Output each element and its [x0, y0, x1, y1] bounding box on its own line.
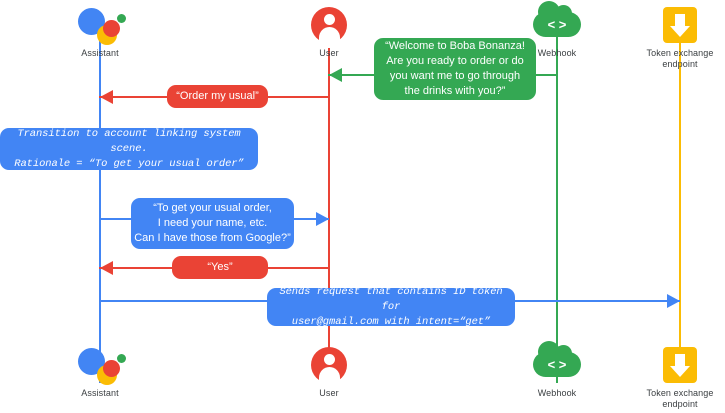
message-bubble-welcome: “Welcome to Boba Bonanza! Are you ready … — [374, 38, 536, 100]
arrowhead-order-my-usual — [100, 90, 113, 104]
download-arrow-stem — [675, 14, 685, 27]
actor-label-token-endpoint-top: Token exchange endpoint — [646, 48, 714, 69]
actor-webhook-top: < > Webhook — [497, 1, 617, 59]
lifeline-webhook — [556, 30, 558, 383]
arrowhead-need-name — [316, 212, 329, 226]
note-box-transition: Transition to account linking system sce… — [0, 128, 258, 170]
lifeline-token-endpoint — [679, 30, 681, 383]
google-assistant-icon-bottom — [40, 344, 160, 386]
actor-label-user-bottom: User — [319, 388, 339, 398]
code-brackets-glyph: < > — [547, 17, 567, 32]
actor-token-endpoint-top: Token exchange endpoint — [620, 4, 725, 70]
token-download-icon — [620, 4, 725, 46]
message-bubble-need-name: “To get your usual order, I need your na… — [131, 198, 294, 249]
actor-webhook-bottom: < > Webhook — [497, 341, 617, 399]
user-avatar-icon — [269, 4, 389, 48]
note-text-sends-request: Sends request that contains ID token for… — [279, 285, 503, 328]
token-download-icon-bottom — [620, 344, 725, 386]
cloud-shape — [533, 341, 581, 377]
download-arrow-stem — [675, 354, 685, 367]
arrowhead-yes — [100, 261, 113, 275]
cloud-shape — [533, 1, 581, 37]
note-box-sends-request: Sends request that contains ID token for… — [267, 286, 515, 328]
actor-token-endpoint-bottom: Token exchange endpoint — [620, 344, 725, 410]
cloud-code-icon-bottom: < > — [497, 341, 617, 386]
actor-label-webhook-top: Webhook — [537, 48, 577, 58]
actor-assistant-bottom: Assistant — [40, 344, 160, 399]
user-avatar-shape — [311, 7, 347, 48]
download-arrow-head — [670, 366, 690, 377]
message-text-welcome: “Welcome to Boba Bonanza! Are you ready … — [385, 40, 525, 97]
lifeline-user — [328, 30, 330, 383]
user-avatar-icon-bottom — [269, 344, 389, 388]
assistant-dot-green — [117, 354, 126, 363]
message-text-need-name: “To get your usual order, I need your na… — [134, 202, 291, 244]
message-text-order-my-usual: “Order my usual” — [176, 90, 259, 102]
actor-user-top: User — [269, 4, 389, 59]
message-text-yes: “Yes” — [207, 261, 233, 273]
actor-label-user-top: User — [319, 48, 339, 58]
cloud-code-icon: < > — [497, 1, 617, 46]
download-arrow-head — [670, 26, 690, 37]
message-bubble-yes: “Yes” — [172, 256, 268, 279]
actor-label-webhook-bottom: Webhook — [537, 388, 577, 398]
assistant-dot-green — [117, 14, 126, 23]
user-avatar-shape — [311, 347, 347, 388]
assistant-dot-red — [103, 360, 120, 377]
actor-label-assistant-top: Assistant — [81, 48, 119, 58]
message-bubble-order-my-usual: “Order my usual” — [167, 85, 268, 108]
code-brackets-glyph: < > — [547, 357, 567, 372]
actor-user-bottom: User — [269, 344, 389, 399]
assistant-dot-red — [103, 20, 120, 37]
actor-label-token-endpoint-bottom: Token exchange endpoint — [646, 388, 714, 409]
arrowhead-sends-request — [667, 294, 680, 308]
note-text-transition: Transition to account linking system sce… — [14, 127, 244, 170]
actor-label-assistant-bottom: Assistant — [81, 388, 119, 398]
google-assistant-icon — [40, 4, 160, 46]
lifeline-assistant — [99, 30, 101, 383]
arrowhead-welcome — [329, 68, 342, 82]
actor-assistant-top: Assistant — [40, 4, 160, 59]
